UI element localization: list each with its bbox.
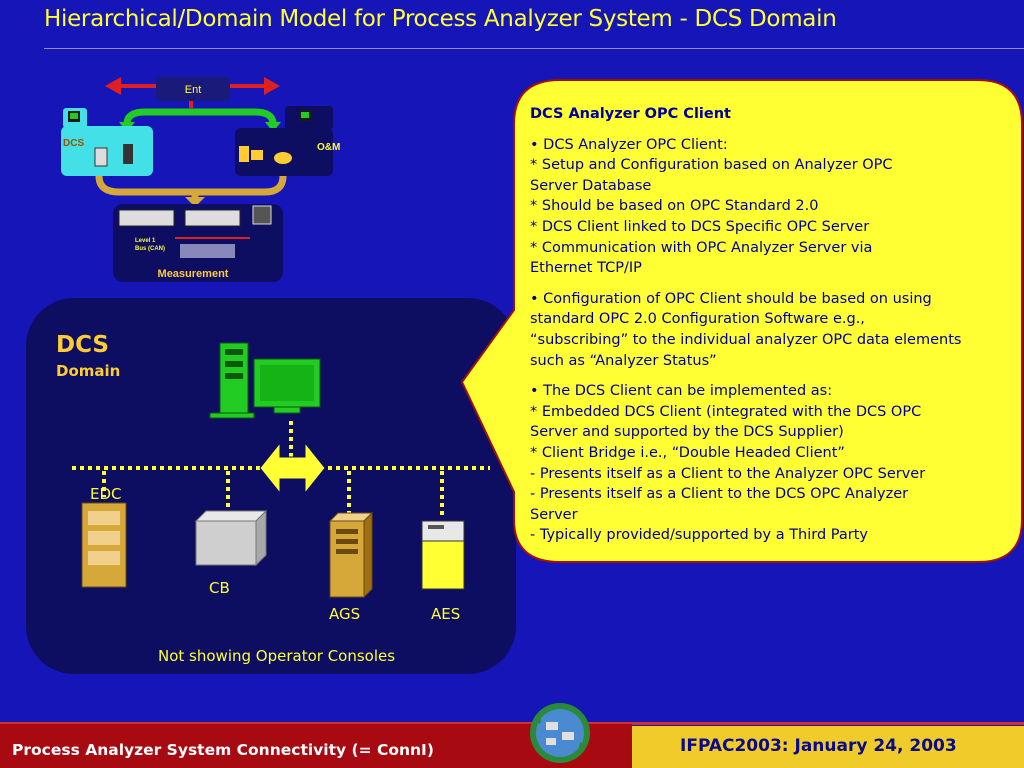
opc-client-callout-bubble [460,79,1023,563]
footer-right-bar [632,726,1024,768]
callout-line: * Client Bridge i.e., “Double Headed Cli… [530,444,845,461]
ent-label: Ent [185,84,202,96]
callout-line: * Communication with OPC Analyzer Server… [530,239,873,256]
callout-line: • DCS Analyzer OPC Client: [530,136,728,153]
dcs-workstation-icon [209,342,321,419]
bidirectional-arrow [259,441,326,495]
callout-bullet-3: • The DCS Client can be implemented as: … [530,381,1000,546]
domain-subtitle: Domain [56,362,121,380]
aes-analyzer-icon [421,520,465,590]
callout-line: • The DCS Client can be implemented as: [530,383,833,400]
title-divider [44,48,1024,49]
callout-line: - Presents itself as a Client to the DCS… [530,486,909,503]
om-terminal-icon [251,150,263,160]
footer-right-text: IFPAC2003: January 24, 2003 [680,736,957,756]
callout-line: * Embedded DCS Client (integrated with t… [530,403,922,420]
dcs-domain-network-diagram [72,342,490,599]
footer-left-text: Process Analyzer System Connectivity (= … [12,741,434,759]
level-label-line1: Level 1 [135,238,156,244]
globe-recycle-logo-icon [530,703,590,763]
callout-bullet-1: • DCS Analyzer OPC Client: * Setup and C… [530,135,1000,279]
om-device-icon [239,146,249,162]
ent-box [156,77,230,101]
analyzer-rack-icon [118,209,175,227]
footer-stripe [0,722,1024,725]
node-label-edc: EDC [90,485,122,503]
gold-connector-arrow [95,175,287,207]
callout-line: such as “Analyzer Status” [530,352,717,369]
hierarchy-overview-diagram: Ent DCS O&M Level 1 Bus (CAN) Measuremen… [61,77,340,282]
callout-line: * DCS Client linked to DCS Specific OPC … [530,218,870,235]
om-panel [235,128,333,176]
callout-line: Server and supported by the DCS Supplier… [530,424,844,441]
domain-title: DCS [56,332,109,358]
node-label-ags: AGS [329,605,361,623]
footer-left-bar [0,724,632,768]
callout-line: - Typically provided/supported by a Thir… [530,527,868,544]
om-phone-icon [274,152,292,164]
callout-line: * Setup and Configuration based on Analy… [530,157,893,174]
callout-line: - Presents itself as a Client to the Ana… [530,465,926,482]
callout-heading: DCS Analyzer OPC Client [530,106,731,122]
callout-line: * Should be based on OPC Standard 2.0 [530,198,819,215]
callout-line: Server Database [530,177,652,194]
ags-server-icon [328,511,374,599]
measurement-label: Measurement [158,268,229,280]
dcs-cabinet-icon [94,147,108,167]
om-mini-label: O&M [317,142,340,153]
operator-consoles-note: Not showing Operator Consoles [158,647,396,665]
callout-line: standard OPC 2.0 Configuration Software … [530,311,865,328]
callout-bullet-2: • Configuration of OPC Client should be … [530,289,1000,371]
callout-line: Ethernet TCP/IP [530,260,642,277]
analyzer-device-icon [252,205,272,225]
cb-server-icon [194,509,268,567]
field-devices-icon [180,244,235,258]
dcs-controller-icon [123,144,133,164]
callout-line: “subscribing” to the individual analyzer… [530,331,962,348]
node-label-aes: AES [431,605,461,623]
level-label-line2: Bus (CAN) [135,246,165,252]
slide-title: Hierarchical/Domain Model for Process An… [44,6,837,32]
dcs-mini-label: DCS [63,138,84,149]
callout-text: DCS Analyzer OPC Client • DCS Analyzer O… [530,104,1000,556]
callout-line: • Configuration of OPC Client should be … [530,290,932,307]
callout-line: Server [530,506,578,523]
node-label-cb: CB [209,579,230,597]
edc-cabinet-icon [81,502,127,588]
analyzer-rack-icon-2 [184,209,241,227]
